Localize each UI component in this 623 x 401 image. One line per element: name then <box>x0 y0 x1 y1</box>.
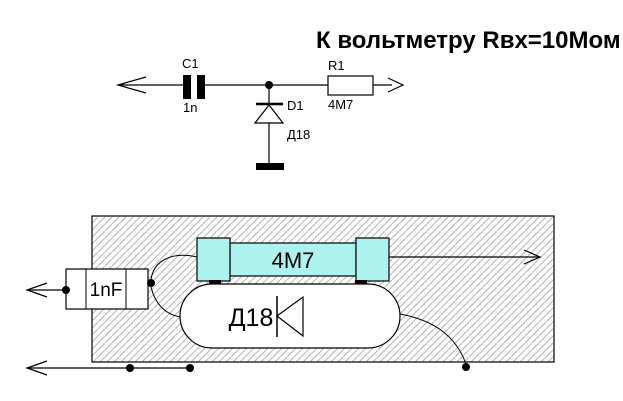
layout-diode-body <box>179 283 401 349</box>
capacitor-c1-plate-right <box>197 75 205 99</box>
layout-resistor-terminal-left <box>209 280 221 284</box>
capacitor-c1-ref-label: C1 <box>182 56 199 71</box>
capacitor-c1-plate-left <box>183 75 191 99</box>
terminal-dot-capacitor-left <box>62 286 70 294</box>
layout-resistor-cap-left <box>196 237 231 282</box>
terminal-dot-diode-lead <box>462 363 470 371</box>
lead-diode-to-ground <box>399 313 467 365</box>
layout-diode-type-label: Д18 <box>229 304 274 332</box>
layout-output-arrow-icon <box>523 249 542 265</box>
resistor-r1-ref-label: R1 <box>328 58 345 73</box>
resistor-r1-box <box>327 75 374 96</box>
layout-capacitor-box <box>65 268 149 310</box>
diode-d1-ref-label: D1 <box>287 98 304 113</box>
layout-resistor-value-label: 4M7 <box>272 248 315 273</box>
resistor-r1-value-label: 4M7 <box>328 97 353 112</box>
layout-resistor-cap-right <box>355 237 390 282</box>
layout-resistor-terminal-right <box>355 280 367 284</box>
layout-resistor-body <box>229 242 357 277</box>
terminal-dot-ground-mid <box>126 364 134 372</box>
terminal-dot-capacitor-right <box>147 279 155 287</box>
lead-capacitor-to-resistor <box>150 254 198 281</box>
layout-section: 4M7 Д18 1nF <box>25 215 555 376</box>
layout-capacitor-value-label: 1nF <box>90 280 123 301</box>
schematic-output-arrow-icon <box>387 77 405 93</box>
voltmeter-note-label: К вольтметру Rвх=10Мом <box>316 27 621 54</box>
lead-capacitor-to-diode <box>150 286 181 318</box>
layout-diode-triangle <box>275 295 304 338</box>
ground-symbol <box>256 163 284 170</box>
schematic-section: К вольтметру Rвх=10Мом C1 1n D1 Д18 R1 4… <box>115 27 621 170</box>
diode-d1-triangle <box>253 104 285 124</box>
terminal-dot-ground-right <box>186 364 194 372</box>
capacitor-c1-value-label: 1n <box>183 100 197 115</box>
diode-d1-type-label: Д18 <box>287 127 310 142</box>
